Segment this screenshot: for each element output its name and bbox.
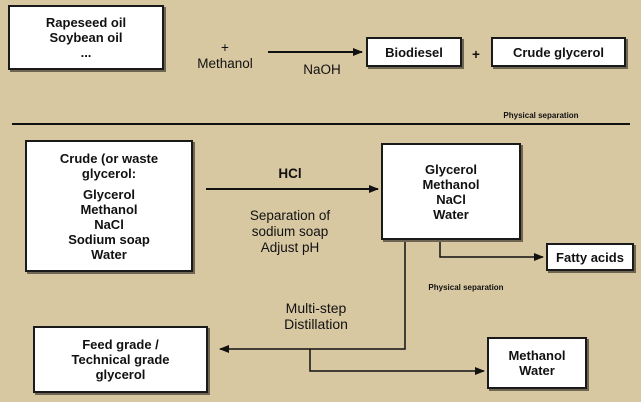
component-item: Sodium soap: [68, 231, 150, 247]
catalyst-label: NaOH: [303, 62, 341, 77]
product-line: Technical grade: [71, 352, 170, 367]
oils-box: Rapeseed oil Soybean oil ...: [8, 5, 164, 70]
arrow-to-methanol-water: [309, 349, 485, 375]
component-item: NaCl: [94, 216, 124, 232]
plus-sign: +: [472, 47, 480, 62]
methanol-water-box: Methanol Water: [487, 337, 587, 389]
physical-separation-note: Physical separation: [428, 283, 504, 292]
component-item: Glycerol: [424, 161, 478, 177]
crude-glycerol-label: Crude glycerol: [512, 44, 605, 60]
step-line: sodium soap: [251, 224, 329, 239]
component-item: Water: [519, 363, 555, 378]
distillation-line: Multi-step: [285, 300, 347, 316]
component-item: Methanol: [508, 348, 566, 363]
physical-separation-note: Physical separation: [503, 111, 579, 120]
arrow-to-glycerol-product: [219, 240, 406, 353]
component-item: Methanol: [422, 176, 480, 192]
fatty-acids-box: Fatty acids: [546, 243, 634, 271]
feed-technical-glycerol-box: Feed grade / Technical grade glycerol: [33, 326, 208, 393]
box-title-line: Crude (or waste: [59, 150, 159, 166]
component-item: Methanol: [80, 201, 138, 217]
methanol-reagent: Methanol: [197, 56, 253, 71]
product-line: glycerol: [95, 367, 146, 382]
glycerol-mixture-box: Glycerol Methanol NaCl Water: [381, 143, 521, 240]
step-line: Separation of: [249, 208, 331, 223]
component-item: Glycerol: [82, 186, 136, 202]
plus-methanol-label: + Methanol: [180, 40, 270, 72]
hcl-label: HCl: [278, 166, 302, 181]
product-line: Feed grade /: [82, 337, 159, 352]
oil-item: Soybean oil: [49, 30, 123, 45]
crude-waste-glycerol-box: Crude (or waste glycerol: Glycerol Metha…: [25, 140, 193, 272]
component-item: Water: [91, 246, 127, 262]
distillation-label: Multi-step Distillation: [270, 300, 362, 332]
distillation-line: Distillation: [284, 316, 348, 332]
step-line: Adjust pH: [260, 240, 320, 255]
fatty-acids-label: Fatty acids: [556, 249, 624, 265]
oil-item: Rapeseed oil: [45, 15, 127, 30]
component-item: Water: [433, 206, 469, 222]
box-title-line: glycerol:: [81, 165, 137, 181]
crude-glycerol-box: Crude glycerol: [491, 37, 626, 67]
arrow-to-fatty-acids: [439, 240, 544, 261]
component-item: NaCl: [436, 191, 466, 207]
oil-item: ...: [80, 45, 92, 60]
treatment-steps: Separation of sodium soap Adjust pH: [228, 208, 352, 256]
plus-sign: +: [221, 40, 229, 55]
biodiesel-label: Biodiesel: [385, 44, 443, 60]
biodiesel-box: Biodiesel: [366, 37, 462, 67]
